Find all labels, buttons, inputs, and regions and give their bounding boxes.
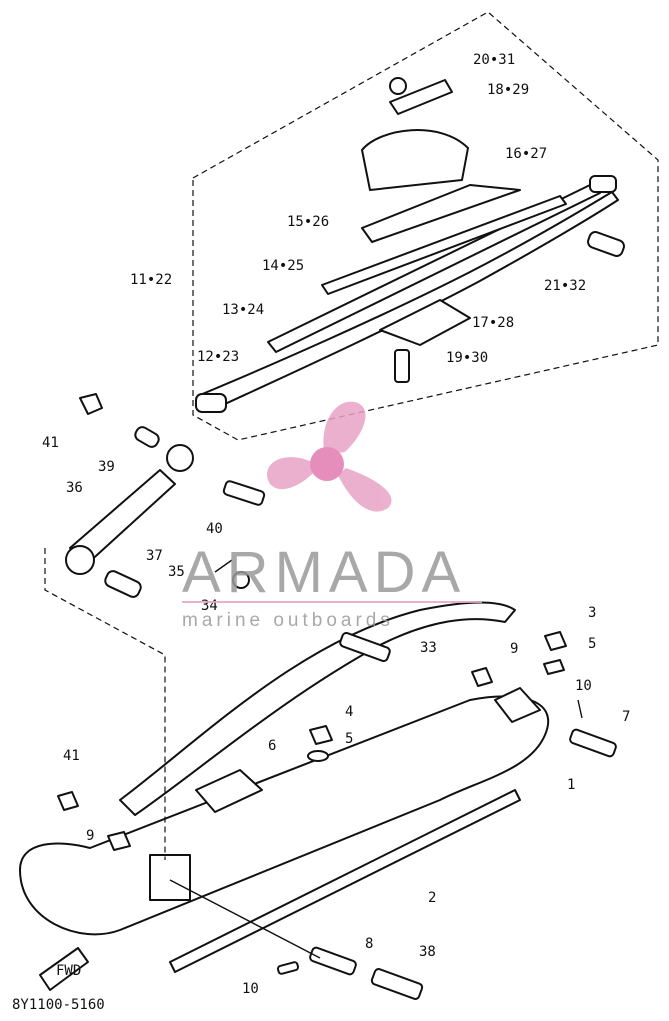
bracket-rear	[494, 687, 541, 723]
callout-12-23: 12•23	[197, 349, 239, 365]
shock-eye-lower	[65, 545, 95, 575]
propeller-blade-top	[323, 401, 366, 455]
callout-16-27: 16•27	[505, 146, 547, 162]
callout-38: 38	[419, 944, 436, 960]
watermark-subtitle: marine outboards	[182, 610, 394, 631]
callout-9-bottom: 9	[86, 828, 94, 844]
bushing-39	[134, 426, 160, 448]
callout-3: 3	[588, 605, 596, 621]
bolt-8	[309, 946, 357, 976]
callout-19-30: 19•30	[446, 350, 488, 366]
watermark-logo	[267, 401, 392, 512]
watermark-title: ARMADA	[182, 540, 466, 605]
shock-eye-upper	[166, 444, 194, 472]
diagram-code: 8Y1100-5160	[12, 997, 105, 1013]
fwd-arrow-icon	[39, 947, 89, 991]
callout-11-22: 11•22	[130, 272, 172, 288]
bolt-7	[569, 728, 617, 758]
callout-10-bottom: 10	[242, 981, 259, 997]
bolt-40	[222, 480, 266, 506]
propeller-blade-left	[267, 457, 316, 490]
bolt-19-30	[394, 349, 410, 383]
propeller-hub	[310, 447, 344, 481]
callout-9-top: 9	[510, 641, 518, 657]
clamp-16-27	[361, 129, 469, 191]
nut-41-bottom	[57, 791, 79, 811]
callout-8: 8	[365, 936, 373, 952]
nut-9b	[107, 831, 131, 851]
nut-9a	[471, 667, 493, 687]
callout-4: 4	[345, 704, 353, 720]
callout-40: 40	[206, 521, 223, 537]
ski-bracket-front	[149, 854, 191, 901]
leaf-spring-stack	[195, 175, 619, 413]
shock-leader	[44, 548, 166, 860]
plate-18-29	[389, 79, 453, 115]
propeller-blade-right	[338, 468, 392, 512]
clamp-6	[195, 769, 263, 813]
assembly-outline	[192, 11, 659, 441]
leaf-eye-rear	[589, 175, 617, 193]
bolt-33	[339, 631, 391, 663]
callout-41-top: 41	[42, 435, 59, 451]
nut-34	[232, 571, 250, 589]
ski-spring-lower	[119, 601, 516, 816]
leaf-12-23	[199, 191, 619, 411]
callout-7: 7	[622, 709, 630, 725]
washer-5b	[307, 750, 329, 762]
collar-37	[104, 570, 142, 598]
pin-35	[214, 559, 233, 573]
pin-10b	[276, 961, 300, 975]
callout-21-32: 21•32	[544, 278, 586, 294]
callout-10-top: 10	[575, 678, 592, 694]
leaf-14-25	[321, 195, 567, 295]
leaf-eye-front	[195, 393, 227, 413]
callout-6: 6	[268, 738, 276, 754]
bushing-21-32	[587, 231, 625, 257]
leaf-15-26	[361, 184, 521, 243]
callout-15-26: 15•26	[287, 214, 329, 230]
fwd-label: FWD	[56, 963, 81, 979]
callout-33: 33	[420, 640, 437, 656]
callout-41-bottom: 41	[63, 748, 80, 764]
callout-36: 36	[66, 480, 83, 496]
nut-41-top	[79, 393, 103, 415]
callout-13-24: 13•24	[222, 302, 264, 318]
nut-3	[544, 631, 567, 651]
bolt-38	[370, 968, 424, 1000]
nut-20-31	[389, 77, 407, 95]
callout-18-29: 18•29	[487, 82, 529, 98]
callout-2: 2	[428, 890, 436, 906]
callout-5-mid: 5	[345, 731, 353, 747]
callout-17-28: 17•28	[472, 315, 514, 331]
callout-5-top: 5	[588, 636, 596, 652]
callout-14-25: 14•25	[262, 258, 304, 274]
callout-1: 1	[567, 777, 575, 793]
washer-5a	[543, 659, 565, 675]
clamp-17-28	[379, 299, 471, 346]
callout-35: 35	[168, 564, 185, 580]
nut-4	[309, 725, 333, 745]
callout-39: 39	[98, 459, 115, 475]
callout-37: 37	[146, 548, 163, 564]
pin-10a	[577, 699, 583, 719]
ski-runner-2	[169, 789, 521, 973]
callout-20-31: 20•31	[473, 52, 515, 68]
axle-line	[169, 879, 321, 959]
